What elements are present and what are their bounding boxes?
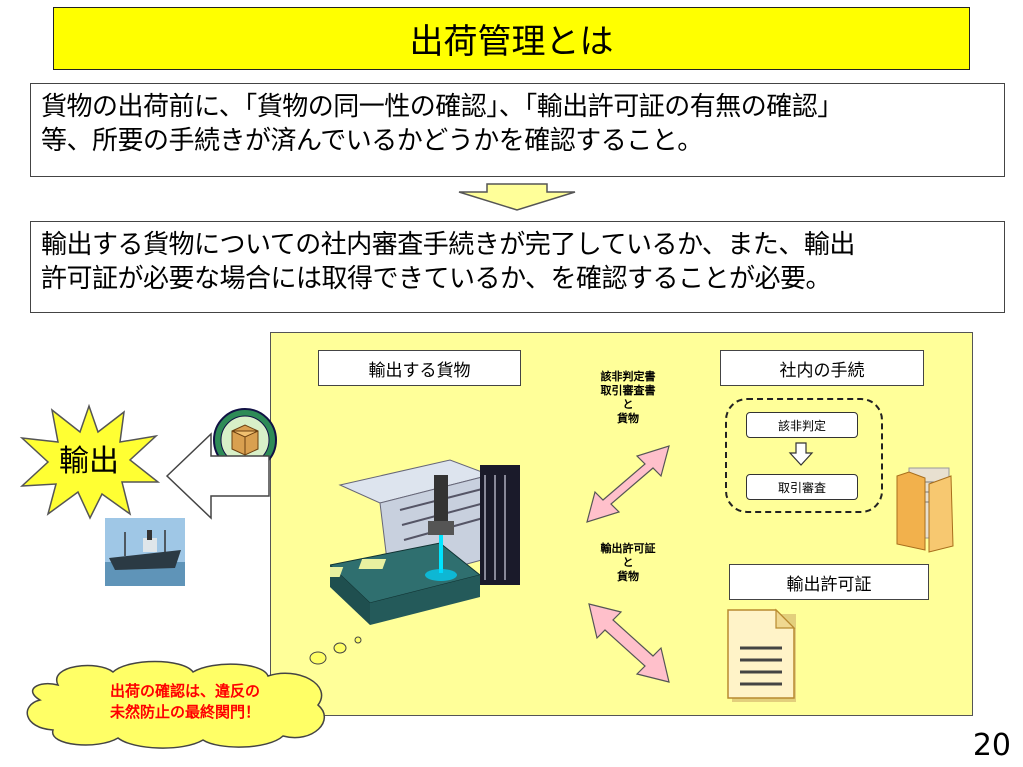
note-bottom-line-3: 貨物: [617, 570, 639, 583]
double-arrow-icon-bottom: [588, 603, 670, 683]
export-burst-text: 輸出: [59, 444, 119, 479]
thought-bubble-trail: [309, 636, 362, 665]
transaction-review-step: 取引審査: [746, 474, 858, 500]
note-bottom-line-2: と: [622, 556, 634, 569]
page-title-text: 出荷管理とは: [409, 22, 614, 62]
requirement-text-box: 輸出する貨物についての社内審査手続きが完了しているか、また、輸出 許可証が必要な…: [30, 221, 1005, 313]
export-permit-label-text: 輸出許可証: [786, 574, 872, 595]
export-goods-label-text: 輸出する貨物: [368, 360, 471, 381]
classification-step: 該非判定: [746, 412, 858, 438]
page-title: 出荷管理とは: [53, 7, 970, 70]
cargo-ship-icon: [105, 518, 185, 586]
cloud-line-1: 出荷の確認は、違反の: [109, 682, 260, 700]
definition-line-2: 等、所要の手続きが済んでいるかどうかを確認すること。: [41, 126, 703, 156]
export-burst-icon: [19, 403, 160, 520]
document-icon: [727, 608, 796, 702]
documents-note-bottom: 輸出許可証 と 貨物: [578, 542, 678, 584]
export-goods-label: 輸出する貨物: [318, 350, 521, 386]
down-arrow-icon: [458, 183, 576, 211]
note-top-line-1: 該非判定書: [600, 370, 656, 383]
transaction-review-step-text: 取引審査: [777, 480, 826, 495]
requirement-line-2: 許可証が必要な場合には取得できているか、を確認することが必要。: [41, 264, 831, 294]
page-number: 20: [972, 728, 1011, 763]
cloud-line-2: 未然防止の最終関門！: [109, 703, 260, 721]
classification-step-text: 該非判定: [777, 418, 826, 433]
documents-note-top: 該非判定書 取引審査書 と 貨物: [578, 370, 678, 426]
down-arrow-small-icon: [788, 442, 814, 466]
left-arrow-icon: [165, 432, 270, 520]
note-top-line-4: 貨物: [617, 412, 639, 425]
requirement-line-1: 輸出する貨物についての社内審査手続きが完了しているか、また、輸出: [41, 230, 855, 260]
cloud-callout: [26, 660, 325, 749]
internal-process-group: [725, 398, 883, 513]
definition-line-1: 貨物の出荷前に、「貨物の同一性の確認」、「輸出許可証の有無の確認」: [41, 92, 843, 122]
semiconductor-machine-icon: [330, 459, 520, 625]
note-bottom-line-1: 輸出許可証: [600, 542, 656, 555]
definition-text-box: 貨物の出荷前に、「貨物の同一性の確認」、「輸出許可証の有無の確認」 等、所要の手…: [30, 83, 1005, 177]
note-top-line-2: 取引審査書: [600, 384, 656, 397]
internal-procedure-label-text: 社内の手続: [779, 360, 865, 381]
internal-procedure-label: 社内の手続: [720, 350, 924, 386]
double-arrow-icon-top: [586, 445, 670, 523]
folder-icon: [896, 467, 954, 553]
note-top-line-3: と: [622, 398, 634, 411]
export-permit-label: 輸出許可証: [729, 564, 929, 600]
cloud-callout-text: 出荷の確認は、違反の 未然防止の最終関門！: [60, 681, 310, 723]
